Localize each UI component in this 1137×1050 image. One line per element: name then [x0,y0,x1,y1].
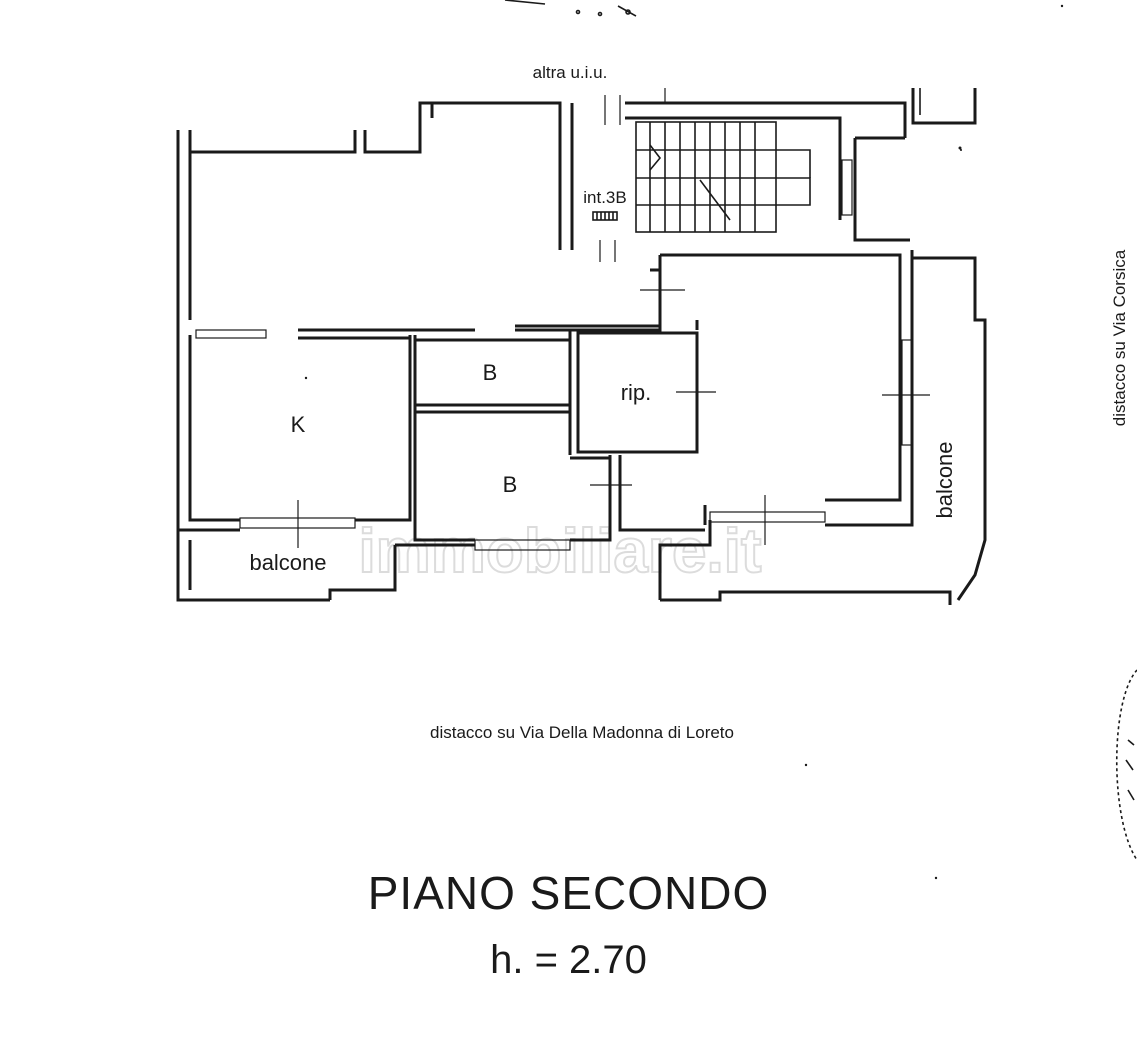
floor-height: h. = 2.70 [490,938,647,982]
label-storage: rip. [621,380,652,405]
label-kitchen: K [291,412,306,437]
label-unit: int.3B [583,188,626,207]
stamp [1116,669,1137,861]
right-stubs [919,88,962,151]
label-side-distance: distacco su Via Corsica [1110,249,1129,426]
staircase [635,121,811,233]
top-marks [504,0,637,17]
label-front-distance: distacco su Via Della Madonna di Loreto [430,723,734,742]
floor-title: PIANO SECONDO [367,867,770,919]
label-bath-2: B [503,472,518,497]
outer-walls [176,88,987,605]
specks [304,4,1064,880]
watermark: immobiliare.it [358,517,761,586]
label-other-unit: altra u.i.u. [533,63,608,82]
openings [195,88,930,551]
label-balcony-right: balcone [932,441,957,518]
interior-walls [298,255,699,460]
unit-marker [592,211,618,221]
label-balcony-left: balcone [249,550,326,575]
label-bath-1: B [483,360,498,385]
